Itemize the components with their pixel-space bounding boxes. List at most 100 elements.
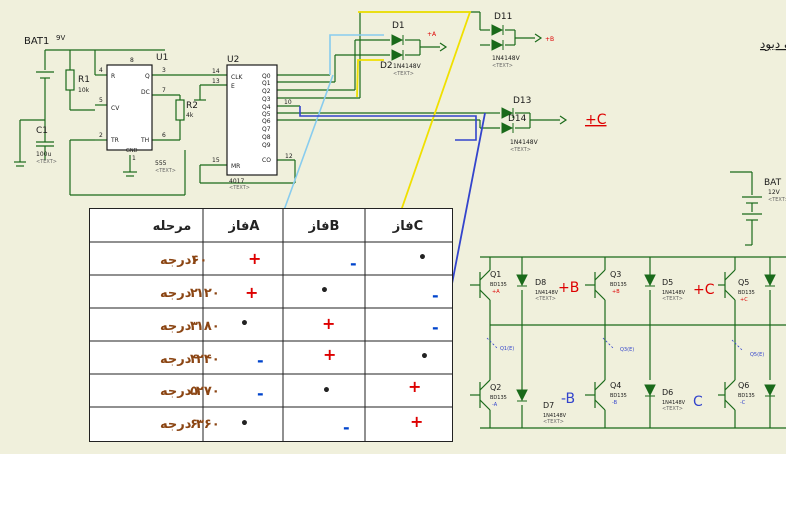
d11-label: D11	[494, 12, 512, 22]
row2-num: ۲	[190, 286, 198, 301]
pin-dc: DC	[141, 89, 150, 96]
pin-10: 10	[284, 99, 292, 106]
phase-table-svg: مرحله فازA فازB فازC ۱ ۶۰درجه + - • ۲ ۱۲…	[90, 209, 452, 441]
q5-tag: +C	[740, 297, 748, 303]
pin-q: Q	[145, 73, 150, 80]
pin-5: 5	[99, 97, 103, 104]
pin-q8: Q8	[262, 134, 271, 141]
header-phase-b: فازB	[308, 219, 340, 234]
d14-text-tag: <TEXT>	[510, 147, 531, 153]
d11-part: 1N4148V	[492, 55, 521, 62]
u1-label: U1	[156, 53, 168, 63]
plus-c-label-2: +C	[693, 282, 715, 298]
d2-label: D2	[380, 61, 393, 71]
d6-part: 1N4148V	[662, 400, 686, 406]
pin-q2: Q2	[262, 88, 271, 95]
plus-b-label: +B	[558, 280, 579, 296]
q3-tag: +B	[612, 289, 620, 295]
label-layer: BAT1 9V R1 10k R2 4k C1 100u <TEXT> U1 5…	[24, 12, 786, 425]
pin-co: CO	[262, 157, 271, 164]
row5-c: +	[408, 377, 421, 396]
q4-tag: -B	[612, 400, 618, 406]
pin-3: 3	[162, 67, 166, 74]
bat2-label: BAT	[764, 178, 782, 188]
plus-b-tag: +B	[545, 36, 554, 43]
row1-c: •	[418, 250, 427, 266]
u2-text-tag: <TEXT>	[229, 185, 250, 191]
row6-b: -	[343, 418, 350, 437]
bat1-label: BAT1	[24, 36, 49, 47]
row4-a: -	[257, 351, 264, 370]
q4-label: Q4	[610, 381, 621, 390]
row4-c: •	[420, 349, 429, 365]
r2-value: 4k	[186, 112, 194, 119]
row6-c: +	[410, 412, 423, 431]
pin-q1: Q1	[262, 80, 271, 87]
d5-part: 1N4148V	[662, 290, 686, 296]
d2-part: 1N4148V	[393, 63, 422, 70]
pin-6: 6	[162, 132, 166, 139]
d5-text-tag: <TEXT>	[662, 296, 683, 302]
q6-label: Q6	[738, 381, 749, 390]
pin-q0: Q0	[262, 73, 271, 80]
pin-clk: CLK	[231, 74, 244, 81]
bat2-value: 12V	[768, 189, 781, 196]
q6-tag: -C	[740, 400, 746, 406]
c1-value: 100u	[36, 151, 51, 158]
row1-deg: ۶۰درجه	[160, 253, 207, 268]
pin-mr: MR	[231, 163, 240, 170]
row2-deg: ۱۲۰ درجه	[160, 286, 220, 301]
q3e-probe: Q3(E)	[620, 347, 634, 353]
row6-deg: ۳۶۰ درجه	[160, 417, 220, 432]
row5-num: ۵	[190, 384, 198, 399]
minus-c-label: C	[693, 394, 703, 410]
row1-a: +	[248, 249, 261, 268]
row4-deg: ۲۴۰ درجه	[160, 352, 220, 367]
u1-text-tag: <TEXT>	[155, 168, 176, 174]
plus-a-tag: +A	[427, 31, 437, 38]
pin-cv: CV	[111, 105, 120, 112]
q1e-probe: Q1(E)	[500, 346, 514, 352]
pin-7: 7	[162, 87, 166, 94]
q5-label: Q5	[738, 278, 749, 287]
d14-label: D14	[508, 114, 527, 124]
pin-gnd: GND	[126, 148, 138, 154]
pin-15: 15	[212, 157, 220, 164]
row4-b: +	[323, 345, 336, 364]
pin-q5: Q5	[262, 111, 271, 118]
pin-1: 1	[132, 155, 136, 162]
d7-part: 1N4148V	[543, 413, 567, 419]
row2-a: +	[245, 283, 258, 302]
d6-text-tag: <TEXT>	[662, 406, 683, 412]
q1-tag: +A	[492, 289, 500, 295]
q6-part: BD135	[738, 393, 755, 399]
c1-text-tag: <TEXT>	[36, 159, 57, 165]
row1-num: ۱	[190, 253, 198, 268]
row4-num: ۴	[190, 352, 198, 367]
row2-c: -	[432, 286, 439, 305]
pin-q9: Q9	[262, 142, 271, 149]
plus-c-label: +C	[585, 112, 607, 128]
row6-a: •	[240, 416, 249, 432]
d13-label: D13	[513, 96, 531, 106]
pin-4: 4	[99, 67, 103, 74]
row5-a: -	[257, 384, 264, 403]
row3-num: ۳	[190, 319, 198, 334]
u1-part: 555	[155, 160, 167, 167]
d14-part: 1N4148V	[510, 139, 539, 146]
q2-part: BD135	[490, 395, 507, 401]
q3-label: Q3	[610, 270, 621, 279]
header-stage: مرحله	[153, 219, 192, 234]
pin-2: 2	[99, 132, 103, 139]
d1-label: D1	[392, 21, 405, 31]
row3-deg: ۱۸۰ درجه	[160, 319, 220, 334]
d8-text-tag: <TEXT>	[535, 296, 556, 302]
pin-th: TH	[140, 137, 149, 144]
pin-r: R	[111, 73, 115, 80]
q5e-probe: Q5(E)	[750, 352, 764, 358]
q4-part: BD135	[610, 393, 627, 399]
pin-q6: Q6	[262, 118, 271, 125]
pin-8: 8	[130, 57, 134, 64]
row5-b: •	[322, 383, 331, 399]
